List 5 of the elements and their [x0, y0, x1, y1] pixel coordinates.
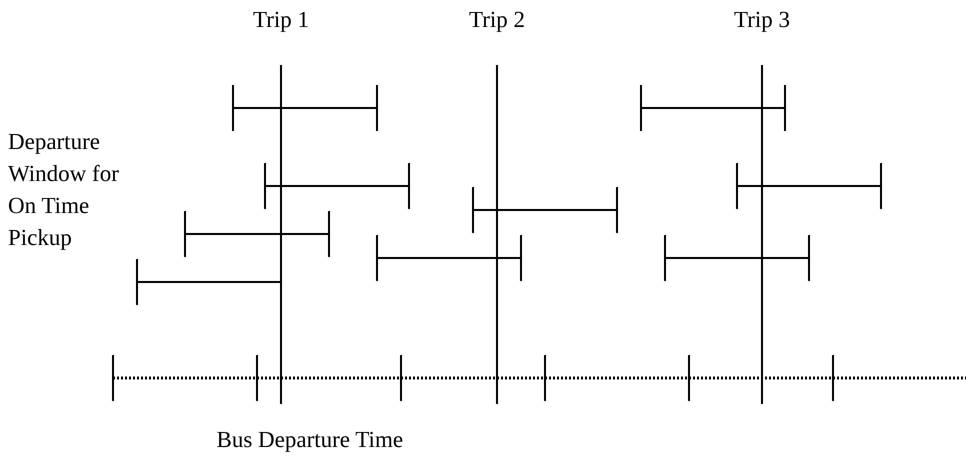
axis-label: Bus Departure Time [216, 426, 404, 454]
axis-label: Departure Window for On Time Pickup [8, 128, 120, 252]
trip-label: Trip 3 [734, 6, 790, 34]
trip-label: Trip 1 [253, 6, 310, 34]
trip-label: Trip 2 [469, 6, 526, 34]
